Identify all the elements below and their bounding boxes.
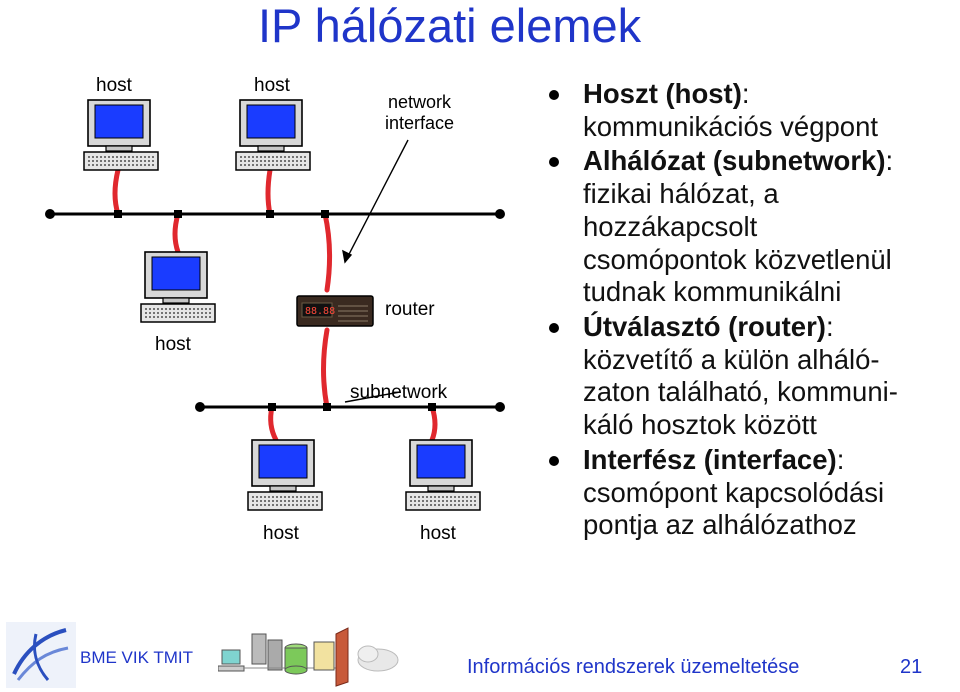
it-infrastructure-icon <box>218 627 399 687</box>
cable-host-bottom-right <box>429 404 438 443</box>
router-icon: 88.88 <box>296 295 374 327</box>
term-host: Hoszt (host) <box>583 78 742 109</box>
slide-title: IP hálózati elemek <box>258 0 642 52</box>
label-network-interface: network interface <box>385 92 455 133</box>
bullet-subnetwork: Alhálózat (subnetwork): fizikai hálózat,… <box>545 145 955 309</box>
host-top-mid-icon <box>235 99 311 171</box>
label-host-mid-left: host <box>155 334 191 355</box>
bullet-interface: Interfész (interface): csomópont kapcsol… <box>545 444 955 542</box>
label-host-top-left: host <box>96 75 132 96</box>
label-router: router <box>385 299 435 320</box>
label-host-top-mid: host <box>254 75 290 96</box>
host-bottom-right-icon <box>405 439 481 511</box>
desc-subnetwork-line: hozzákapcsolt <box>583 210 758 242</box>
subnetwork-pointer-arrow <box>344 391 401 403</box>
cable-router-lower <box>321 327 330 410</box>
bullet-router: Útválasztó (router): közvetítő a külön a… <box>545 311 955 442</box>
desc-interface-line: csomópont kapcsolódási <box>583 476 885 508</box>
bullet-dot-icon <box>549 157 559 168</box>
lower-bus <box>195 402 505 412</box>
label-host-bottom-right: host <box>420 523 456 544</box>
cable-host-bottom-mid <box>268 404 279 443</box>
term-subnetwork: Alhálózat (subnetwork) <box>583 145 886 177</box>
upper-bus <box>45 209 505 219</box>
bme-logo-icon <box>6 622 76 688</box>
footer-page-number: 21 <box>900 656 923 678</box>
footer-org: BME VIK TMIT <box>80 648 194 667</box>
host-mid-left-icon <box>140 251 216 323</box>
bullet-host: Hoszt (host): kommunikációs végpont <box>545 78 955 143</box>
label-host-bottom-mid: host <box>263 523 299 544</box>
host-top-left-icon <box>83 99 159 171</box>
term-router: Útválasztó (router) <box>583 311 826 343</box>
cable-host-top-mid <box>265 167 273 217</box>
desc-router-line: zaton található, kommuni- <box>583 376 898 408</box>
bullet-dot-icon <box>549 323 559 334</box>
host-bottom-mid-icon <box>247 439 323 511</box>
router-display-readout: 88.88 <box>305 306 335 317</box>
bullet-dot-icon <box>549 90 559 100</box>
cable-router-upper <box>322 211 333 293</box>
definitions-list: Hoszt (host): kommunikációs végpont Alhá… <box>545 78 955 542</box>
interface-pointer-arrow <box>344 139 409 263</box>
cable-host-top-left <box>112 167 121 217</box>
desc-subnetwork-line: fizikai hálózat, a <box>583 178 779 210</box>
label-subnetwork: subnetwork <box>350 382 448 403</box>
desc-subnetwork-line: tudnak kommunikálni <box>583 276 842 308</box>
footer-course-title: Információs rendszerek üzemeltetése <box>467 656 800 678</box>
term-interface: Interfész (interface) <box>583 443 837 475</box>
network-diagram: 88.88 <box>45 99 505 511</box>
desc-router-line: káló hosztok között <box>583 409 817 441</box>
cable-host-mid-left <box>172 211 181 255</box>
desc-host-line: kommunikációs végpont <box>583 110 879 142</box>
desc-interface-line: pontja az alhálózathoz <box>583 509 857 541</box>
desc-router-line: közvetítő a külön alháló- <box>583 343 880 375</box>
bullet-dot-icon <box>549 455 559 466</box>
desc-subnetwork-line: csomópontok közvetlenül <box>583 243 892 275</box>
